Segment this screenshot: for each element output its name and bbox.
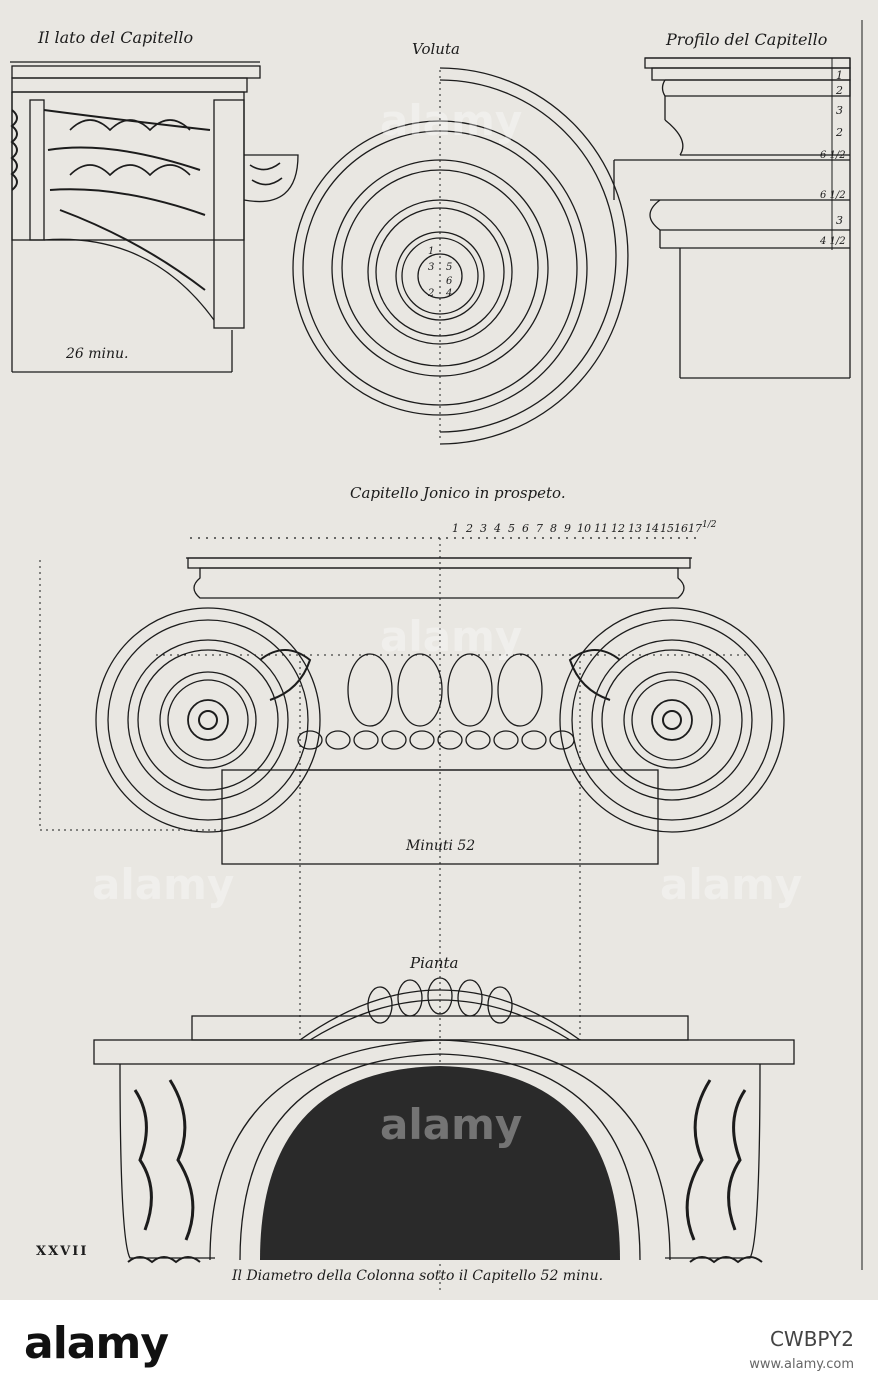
architectural-drawing (10, 20, 863, 1290)
site-url: www.alamy.com (749, 1357, 854, 1372)
ruler-17: 17 (688, 522, 702, 535)
ruler-14: 14 (645, 522, 659, 535)
ruler-6: 6 (522, 522, 529, 535)
ruler-12: 12 (611, 522, 625, 535)
profile-scale-6: 6 1/2 (820, 190, 846, 201)
volute-point-5: 5 (446, 262, 453, 273)
front-measure: Minuti 52 (406, 838, 476, 854)
plate-number: XXVII (36, 1244, 89, 1259)
ruler-4: 4 (494, 522, 501, 535)
volute-title: Voluta (412, 40, 460, 58)
side-measure: 26 minu. (66, 346, 129, 362)
alamy-logo: alamy (24, 1318, 169, 1369)
volute-point-1: 1 (428, 246, 435, 257)
side-view-title: Il lato del Capitello (38, 28, 194, 47)
volute-point-4: 4 (446, 288, 453, 299)
ruler-15: 15 (660, 522, 674, 535)
plate-caption: Il Diametro della Colonna sotto il Capit… (232, 1268, 604, 1284)
watermark-overlay: alamy (660, 860, 803, 909)
ruler-8: 8 (550, 522, 557, 535)
ruler-1: 1 (452, 522, 459, 535)
profile-scale-5: 6 1/2 (820, 150, 846, 161)
ruler-7: 7 (536, 522, 543, 535)
profile-title: Profilo del Capitello (666, 30, 828, 49)
watermark-overlay: alamy (380, 96, 523, 145)
ruler-16: 16 (674, 522, 688, 535)
capital-plan (93, 977, 795, 1264)
engraving-plate: Il lato del Capitello Voluta Profilo del… (0, 0, 878, 1300)
profile-scale-1: 1 (836, 69, 843, 82)
profile-scale-2: 2 (836, 84, 843, 97)
volute-point-3: 3 (428, 262, 435, 273)
profile-scale-8: 4 1/2 (820, 236, 846, 247)
profile-scale-7: 3 (836, 214, 843, 227)
plan-title: Pianta (410, 954, 459, 972)
image-id: CWBPY2 (769, 1327, 854, 1351)
ionic-capital-front (39, 537, 785, 1290)
ruler-3: 3 (480, 522, 487, 535)
watermark-overlay: alamy (92, 860, 235, 909)
watermark-overlay: alamy (380, 612, 523, 661)
capital-profile (613, 57, 851, 379)
ruler-5: 5 (508, 522, 515, 535)
ruler-9: 9 (564, 522, 571, 535)
ruler-2: 2 (466, 522, 473, 535)
volute-point-2: 2 (428, 288, 435, 299)
ruler-13: 13 (628, 522, 642, 535)
profile-scale-3: 3 (836, 104, 843, 117)
ruler-11: 11 (594, 522, 608, 535)
ruler-10: 10 (577, 522, 591, 535)
volute-spiral (292, 67, 629, 445)
front-view-title: Capitello Jonico in prospeto. (350, 484, 566, 502)
ruler-half: 1/2 (702, 520, 717, 530)
volute-point-6: 6 (446, 276, 453, 287)
watermark-overlay: alamy (380, 1100, 523, 1149)
capital-side-view (10, 61, 299, 373)
stock-footer (0, 1300, 878, 1390)
profile-scale-4: 2 (836, 126, 843, 139)
